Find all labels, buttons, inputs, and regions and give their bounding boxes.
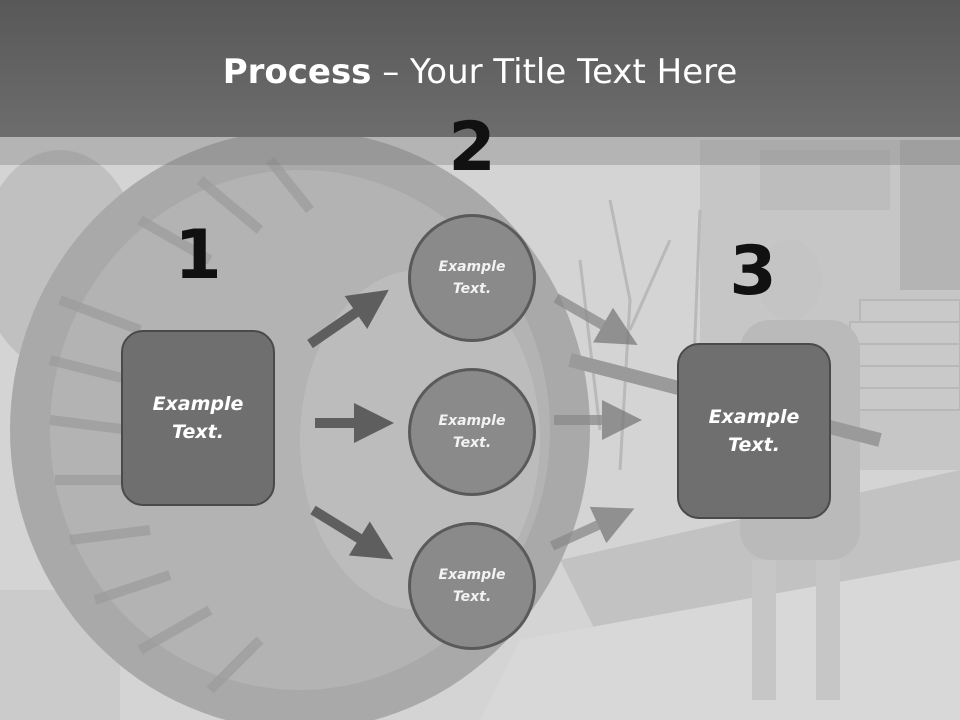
circle-middle: Example Text. bbox=[408, 368, 536, 496]
step-box-3: Example Text. bbox=[677, 343, 831, 519]
title-bar bbox=[0, 0, 960, 137]
title-strip bbox=[0, 137, 960, 165]
slide-title: Process – Your Title Text Here bbox=[0, 52, 960, 92]
step-number-2: 2 bbox=[448, 108, 496, 187]
step-box-1: Example Text. bbox=[121, 330, 275, 506]
circle-bottom: Example Text. bbox=[408, 522, 536, 650]
title-bold: Process bbox=[222, 52, 372, 92]
step-number-3: 3 bbox=[729, 232, 777, 311]
title-rest: – Your Title Text Here bbox=[371, 52, 738, 92]
step-number-1: 1 bbox=[174, 216, 222, 295]
circle-top: Example Text. bbox=[408, 214, 536, 342]
